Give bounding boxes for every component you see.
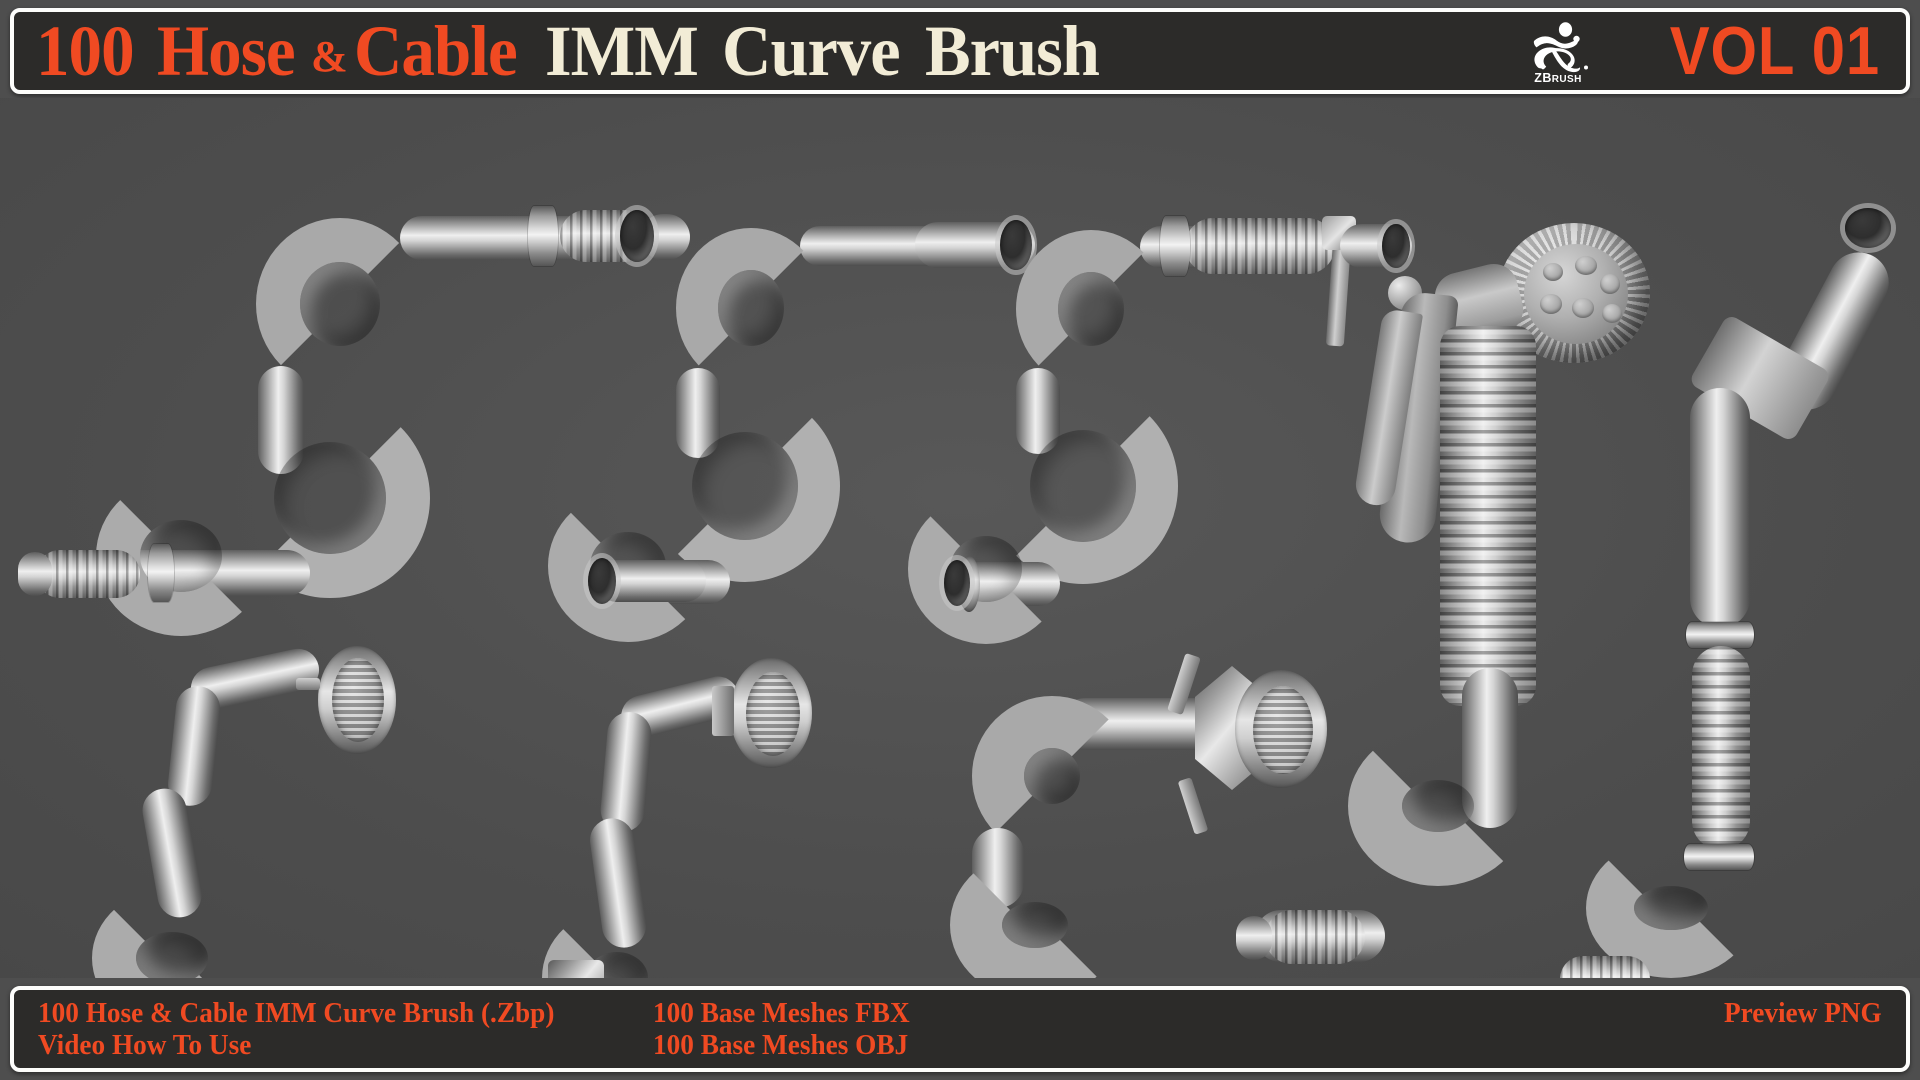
footer-item-obj: 100 Base Meshes OBJ [652,1028,908,1061]
zbrush-logo: ZBRUSH [1510,22,1606,90]
hose-bend [92,888,252,978]
hose-bend [908,494,1064,644]
thread-bore [1253,686,1313,774]
barb-fitting [36,550,140,598]
spray-head-face [1524,244,1628,344]
pipe-opening [1000,220,1032,270]
collar [1686,622,1754,648]
pipe-vertical [1690,388,1750,628]
footer-item-preview: Preview PNG [1724,996,1882,1029]
collar [528,206,558,266]
zbrush-wordmark: ZBRUSH [1534,72,1581,85]
hose-bend [950,850,1120,978]
pipe-opening [1845,208,1891,248]
pipe-opening [588,558,616,604]
footer-item-zbp: 100 Hose & Cable IMM Curve Brush (.Zbp) [38,996,555,1029]
title-curve: Curve [721,11,901,91]
zbrush-word-rush: RUSH [1551,74,1582,85]
hose-bend [1016,230,1166,388]
footer-item-video: Video How To Use [38,1028,252,1061]
hose-segment [18,552,52,596]
header-bar: 100 Hose & Cable IMM Curve Brush [10,8,1910,94]
zbrush-word-z: Z [1534,71,1543,85]
hose-segment [1236,916,1272,960]
spray-jet-hole [1602,304,1622,323]
ribbed-grip [1440,326,1536,706]
spray-jet-hole [1572,298,1594,318]
title-imm: IMM [544,11,699,91]
title-brush: Brush [924,11,1100,91]
wavy-hose-segment [165,684,223,808]
pipe-opening [1382,224,1410,268]
locking-tab [296,678,320,690]
hose-bend [1348,726,1528,886]
footer-item-fbx: 100 Base Meshes FBX [652,996,910,1029]
hose-bend [256,218,424,390]
barb-fitting [1265,910,1365,964]
locking-tab [1177,777,1209,835]
title-hose: Hose [157,11,296,91]
zbrush-runner-icon [1533,22,1588,73]
thread-bore [332,658,384,742]
render-viewport [0,98,1920,978]
spray-jet-hole [1575,256,1597,275]
corrugated-hose [1692,646,1750,850]
hose-bend [676,228,826,388]
wavy-hose-segment [598,710,654,834]
footer-bar: 100 Hose & Cable IMM Curve Brush (.Zbp) … [10,986,1910,1072]
zbrush-word-b: B [1542,71,1552,85]
spray-jet-hole [1540,294,1562,314]
pipe-opening [620,210,654,262]
thread-bore [746,672,800,756]
barb-fitting [1560,956,1650,978]
collar [1160,216,1190,276]
spray-jet-hole [1543,263,1563,281]
volume-label: VOL 01 [1669,13,1880,89]
spray-jet-hole [1600,274,1620,294]
title-count: 100 [36,11,135,91]
barb-fitting [1185,218,1335,274]
pipe-opening [944,560,970,606]
page-title: 100 Hose & Cable IMM Curve Brush [36,15,1884,87]
hex-nut [548,960,604,978]
title-cable: Cable [353,11,518,91]
title-ampersand: & [310,32,348,81]
collar [148,544,174,602]
locking-tab [712,686,734,736]
